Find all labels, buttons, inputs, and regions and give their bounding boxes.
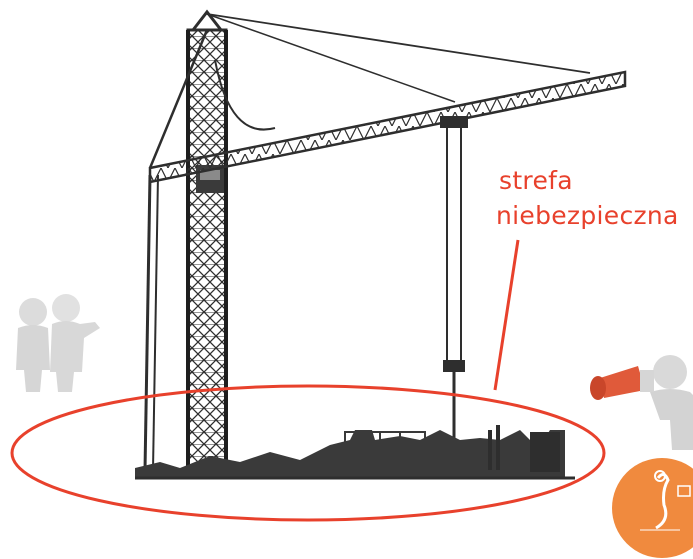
- danger-zone-label-line1: strefa: [499, 163, 689, 198]
- tower-crane-icon: [145, 12, 625, 475]
- worker-figures-icon: [16, 294, 100, 392]
- megaphone-figure-icon: [590, 355, 693, 450]
- danger-zone-label: strefa niebezpieczna: [499, 163, 689, 233]
- danger-zone-label-line2: niebezpieczna: [496, 198, 689, 233]
- annotation-pointer-line: [495, 240, 518, 390]
- round-logo-badge: [612, 458, 693, 558]
